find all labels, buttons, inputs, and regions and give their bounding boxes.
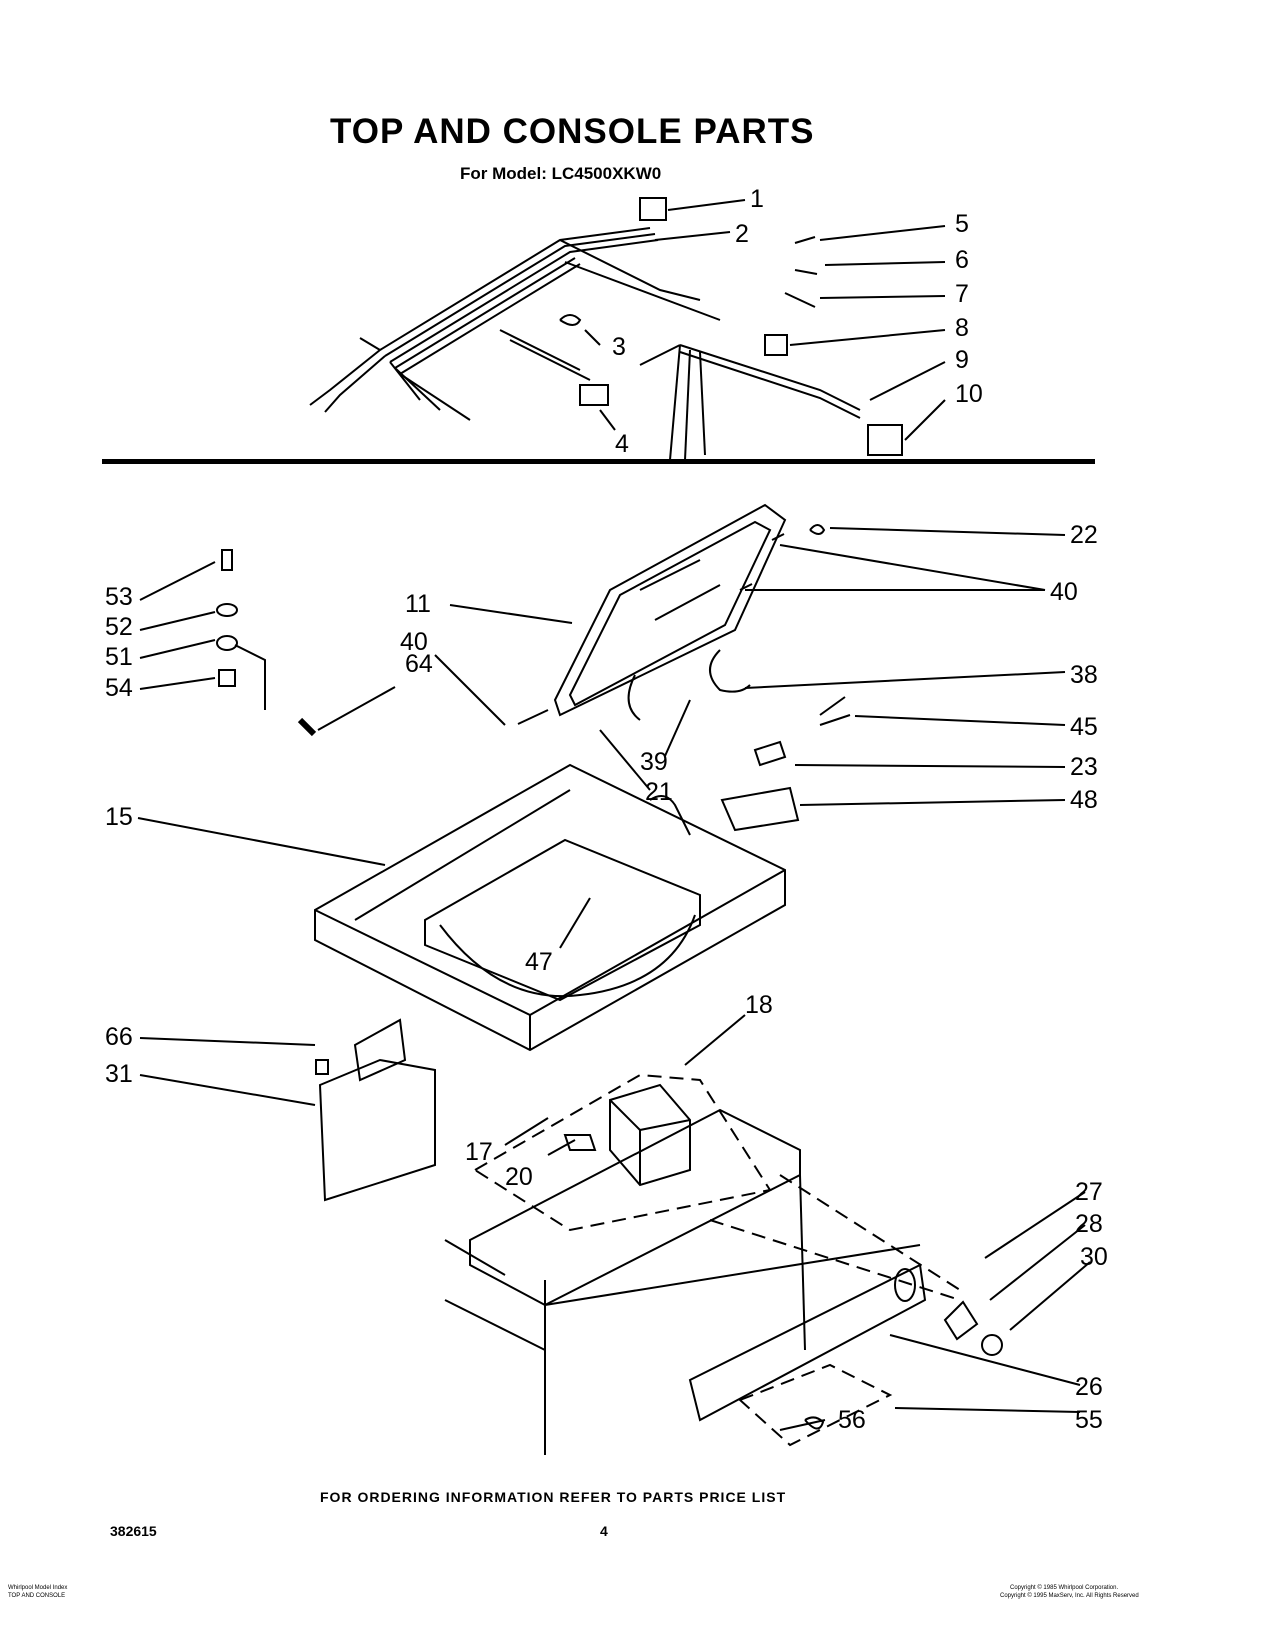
- callout-20: 20: [505, 1163, 533, 1191]
- callout-21: 21: [645, 778, 673, 806]
- console-assembly: [444, 1108, 1003, 1455]
- callout-8: 8: [955, 314, 969, 342]
- part-1-connector: [639, 197, 667, 221]
- callout-55: 55: [1075, 1406, 1103, 1434]
- parts-5-6-7-terminals: [784, 236, 818, 308]
- part-8-clip: [764, 334, 788, 356]
- left-index-line-2: TOP AND CONSOLE: [8, 1593, 66, 1599]
- callout-3: 3: [612, 333, 626, 361]
- callout-26: 26: [1075, 1373, 1103, 1401]
- lid-assembly: [517, 503, 826, 725]
- part-18-timer: [563, 1083, 691, 1187]
- callout-23: 23: [1070, 753, 1098, 781]
- callout-51: 51: [105, 643, 133, 671]
- callout-17: 17: [465, 1138, 493, 1166]
- callout-11: 11: [405, 590, 431, 618]
- callout-22: 22: [1070, 521, 1098, 549]
- part-4-switch: [579, 384, 609, 406]
- callout-45: 45: [1070, 713, 1098, 741]
- leader-lines-main: [137, 527, 1091, 1431]
- callout-64: 64: [405, 650, 433, 678]
- callout-labels: 1 2 3 4 5 6 7 8 9 10 22 40 11 40 38 45 2…: [105, 185, 1108, 1434]
- callout-10: 10: [955, 380, 983, 408]
- callout-2: 2: [735, 220, 749, 248]
- part-55-knob: [804, 1416, 825, 1430]
- callout-47: 47: [525, 948, 553, 976]
- left-index-line-1: Whirlpool Model Index: [8, 1585, 68, 1591]
- callout-9: 9: [955, 346, 969, 374]
- callout-18: 18: [745, 991, 773, 1019]
- callout-5: 5: [955, 210, 969, 238]
- document-number: 382615: [110, 1523, 157, 1539]
- callout-4: 4: [615, 430, 629, 458]
- callout-1: 1: [750, 185, 764, 213]
- part-48-switch-box: [720, 786, 800, 832]
- page-title: TOP AND CONSOLE PARTS: [330, 112, 815, 151]
- copyright-line-2: Copyright © 1995 MaxServ, Inc. All Right…: [1000, 1593, 1139, 1599]
- model-subtitle: For Model: LC4500XKW0: [460, 164, 662, 183]
- callout-52: 52: [105, 613, 133, 641]
- part-31-panel: [315, 1018, 436, 1202]
- section-divider: [102, 459, 1095, 464]
- part-3-clip: [559, 314, 582, 326]
- part-23-switch: [753, 740, 787, 767]
- callout-31: 31: [105, 1060, 133, 1088]
- hardware-stack: [216, 549, 317, 737]
- callout-54: 54: [105, 674, 133, 702]
- callout-53: 53: [105, 583, 133, 611]
- callout-6: 6: [955, 246, 969, 274]
- copyright-line-1: Copyright © 1985 Whirlpool Corporation.: [1010, 1585, 1119, 1591]
- callout-27: 27: [1075, 1178, 1103, 1206]
- leader-lines-top: [584, 199, 946, 441]
- dashed-boxes: [473, 1073, 961, 1447]
- callout-7: 7: [955, 280, 969, 308]
- page-number: 4: [600, 1523, 608, 1539]
- callout-56: 56: [838, 1406, 866, 1434]
- wiring-harness: [309, 227, 861, 461]
- part-10-connector: [867, 424, 903, 456]
- callout-66: 66: [105, 1023, 133, 1051]
- callout-38: 38: [1070, 661, 1098, 689]
- part-45-actuator: [819, 696, 851, 726]
- ordering-info-note: FOR ORDERING INFORMATION REFER TO PARTS …: [320, 1489, 787, 1505]
- callout-40: 40: [1050, 578, 1078, 606]
- top-panel: [314, 763, 786, 1052]
- callout-15: 15: [105, 803, 133, 831]
- callout-48: 48: [1070, 786, 1098, 814]
- callout-39: 39: [640, 748, 668, 776]
- callout-28: 28: [1075, 1210, 1103, 1238]
- callout-30: 30: [1080, 1243, 1108, 1271]
- callout-40b: 40: [400, 628, 428, 656]
